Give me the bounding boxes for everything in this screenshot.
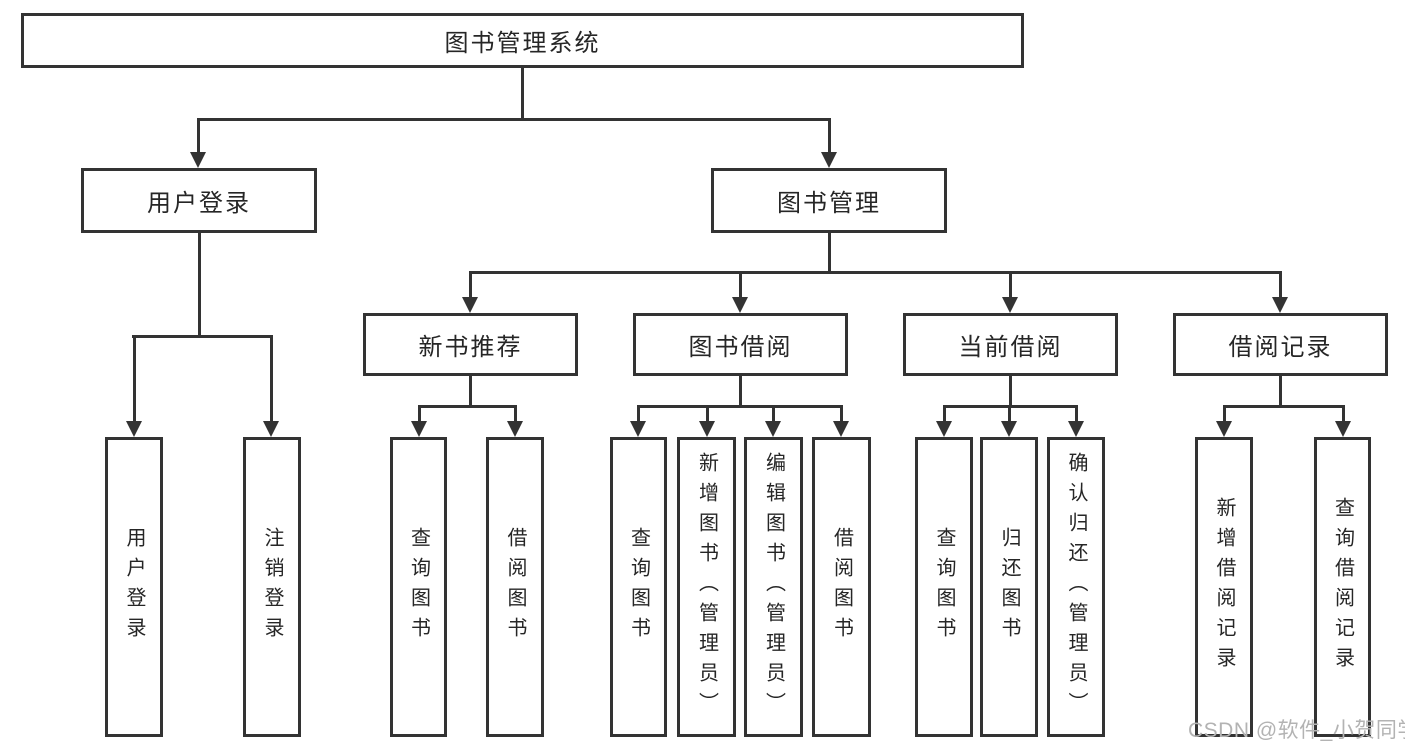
leaf-label: 查询借阅记录 <box>1331 497 1354 677</box>
edge-line <box>1279 376 1282 407</box>
leaf-label: 查询图书 <box>627 527 650 647</box>
leaf-label: 归还图书 <box>998 527 1020 647</box>
arrow-down-icon <box>190 152 206 168</box>
node-root-system: 图书管理系统 <box>21 13 1024 68</box>
edge-line <box>469 376 472 407</box>
edge-line <box>469 271 1282 274</box>
edge-line <box>706 405 709 423</box>
arrow-down-icon <box>1272 297 1288 313</box>
edge-line <box>637 405 843 408</box>
edge-line <box>514 405 517 423</box>
arrow-down-icon <box>1216 421 1232 437</box>
arrow-down-icon <box>126 421 142 437</box>
edge-line <box>270 335 273 423</box>
node-label: 当前借阅 <box>958 334 1063 361</box>
edge-line <box>418 405 517 408</box>
edge-line <box>828 233 831 274</box>
edge-line <box>1075 405 1078 423</box>
leaf-label: 借阅图书 <box>504 527 526 647</box>
leaf-label: 新增图书（管理员） <box>695 452 718 722</box>
arrow-down-icon <box>833 421 849 437</box>
arrow-down-icon <box>936 421 952 437</box>
edge-line <box>739 376 742 407</box>
node-label: 图书管理系统 <box>444 30 601 57</box>
node-user-login: 用户登录 <box>81 168 317 233</box>
leaf-query-books: 查询图书 <box>390 437 447 737</box>
edge-line <box>1342 405 1345 423</box>
leaf-user-login: 用户登录 <box>105 437 163 737</box>
node-label: 图书借阅 <box>688 334 793 361</box>
node-borrowing-records: 借阅记录 <box>1173 313 1388 376</box>
edge-line <box>1223 405 1226 423</box>
leaf-label: 借阅图书 <box>830 527 853 647</box>
arrow-down-icon <box>821 152 837 168</box>
node-book-management: 图书管理 <box>711 168 947 233</box>
edge-line <box>418 405 421 423</box>
edge-line <box>637 405 640 423</box>
leaf-return-books: 归还图书 <box>980 437 1038 737</box>
leaf-logout: 注销登录 <box>243 437 301 737</box>
leaf-confirm-return-admin: 确认归还（管理员） <box>1047 437 1105 737</box>
leaf-borrow-books: 借阅图书 <box>486 437 544 737</box>
edge-line <box>1009 271 1012 300</box>
leaf-label: 编辑图书（管理员） <box>762 452 785 722</box>
edge-line <box>840 405 843 423</box>
arrow-down-icon <box>630 421 646 437</box>
leaf-query-borrow-record: 查询借阅记录 <box>1314 437 1371 737</box>
leaf-add-book-admin: 新增图书（管理员） <box>677 437 736 737</box>
edge-line <box>521 68 524 120</box>
leaf-label: 用户登录 <box>123 527 145 647</box>
leaf-label: 确认归还（管理员） <box>1065 452 1087 722</box>
leaf-add-borrow-record: 新增借阅记录 <box>1195 437 1253 737</box>
edge-line <box>739 271 742 300</box>
arrow-down-icon <box>732 297 748 313</box>
leaf-query-books: 查询图书 <box>915 437 973 737</box>
leaf-borrow-books: 借阅图书 <box>812 437 871 737</box>
node-current-borrowing: 当前借阅 <box>903 313 1118 376</box>
arrow-down-icon <box>462 297 478 313</box>
edge-line <box>828 118 831 155</box>
node-new-book-recommendation: 新书推荐 <box>363 313 578 376</box>
node-label: 用户登录 <box>147 190 251 217</box>
arrow-down-icon <box>699 421 715 437</box>
node-label: 新书推荐 <box>418 334 523 361</box>
leaf-edit-book-admin: 编辑图书（管理员） <box>744 437 803 737</box>
arrow-down-icon <box>507 421 523 437</box>
edge-line <box>772 405 775 423</box>
csdn-watermark: CSDN @软件_小贺同学 <box>1188 719 1405 742</box>
edge-line <box>197 118 200 155</box>
edge-line <box>1279 271 1282 300</box>
edge-line <box>1008 405 1011 423</box>
edge-line <box>198 233 201 337</box>
leaf-label: 查询图书 <box>933 527 955 647</box>
arrow-down-icon <box>1001 421 1017 437</box>
edge-line <box>133 335 136 423</box>
leaf-label: 新增借阅记录 <box>1213 497 1235 677</box>
node-book-borrowing: 图书借阅 <box>633 313 848 376</box>
arrow-down-icon <box>1335 421 1351 437</box>
node-label: 借阅记录 <box>1228 334 1333 361</box>
arrow-down-icon <box>1002 297 1018 313</box>
edge-line <box>469 271 472 300</box>
leaf-label: 查询图书 <box>407 527 430 647</box>
edge-line <box>1009 376 1012 407</box>
leaf-label: 注销登录 <box>261 527 283 647</box>
edge-line <box>943 405 946 423</box>
edge-line <box>1223 405 1345 408</box>
edge-line <box>197 118 831 121</box>
edge-line <box>132 335 273 338</box>
arrow-down-icon <box>411 421 427 437</box>
arrow-down-icon <box>1068 421 1084 437</box>
leaf-query-books: 查询图书 <box>610 437 667 737</box>
node-label: 图书管理 <box>777 190 881 217</box>
arrow-down-icon <box>263 421 279 437</box>
arrow-down-icon <box>765 421 781 437</box>
